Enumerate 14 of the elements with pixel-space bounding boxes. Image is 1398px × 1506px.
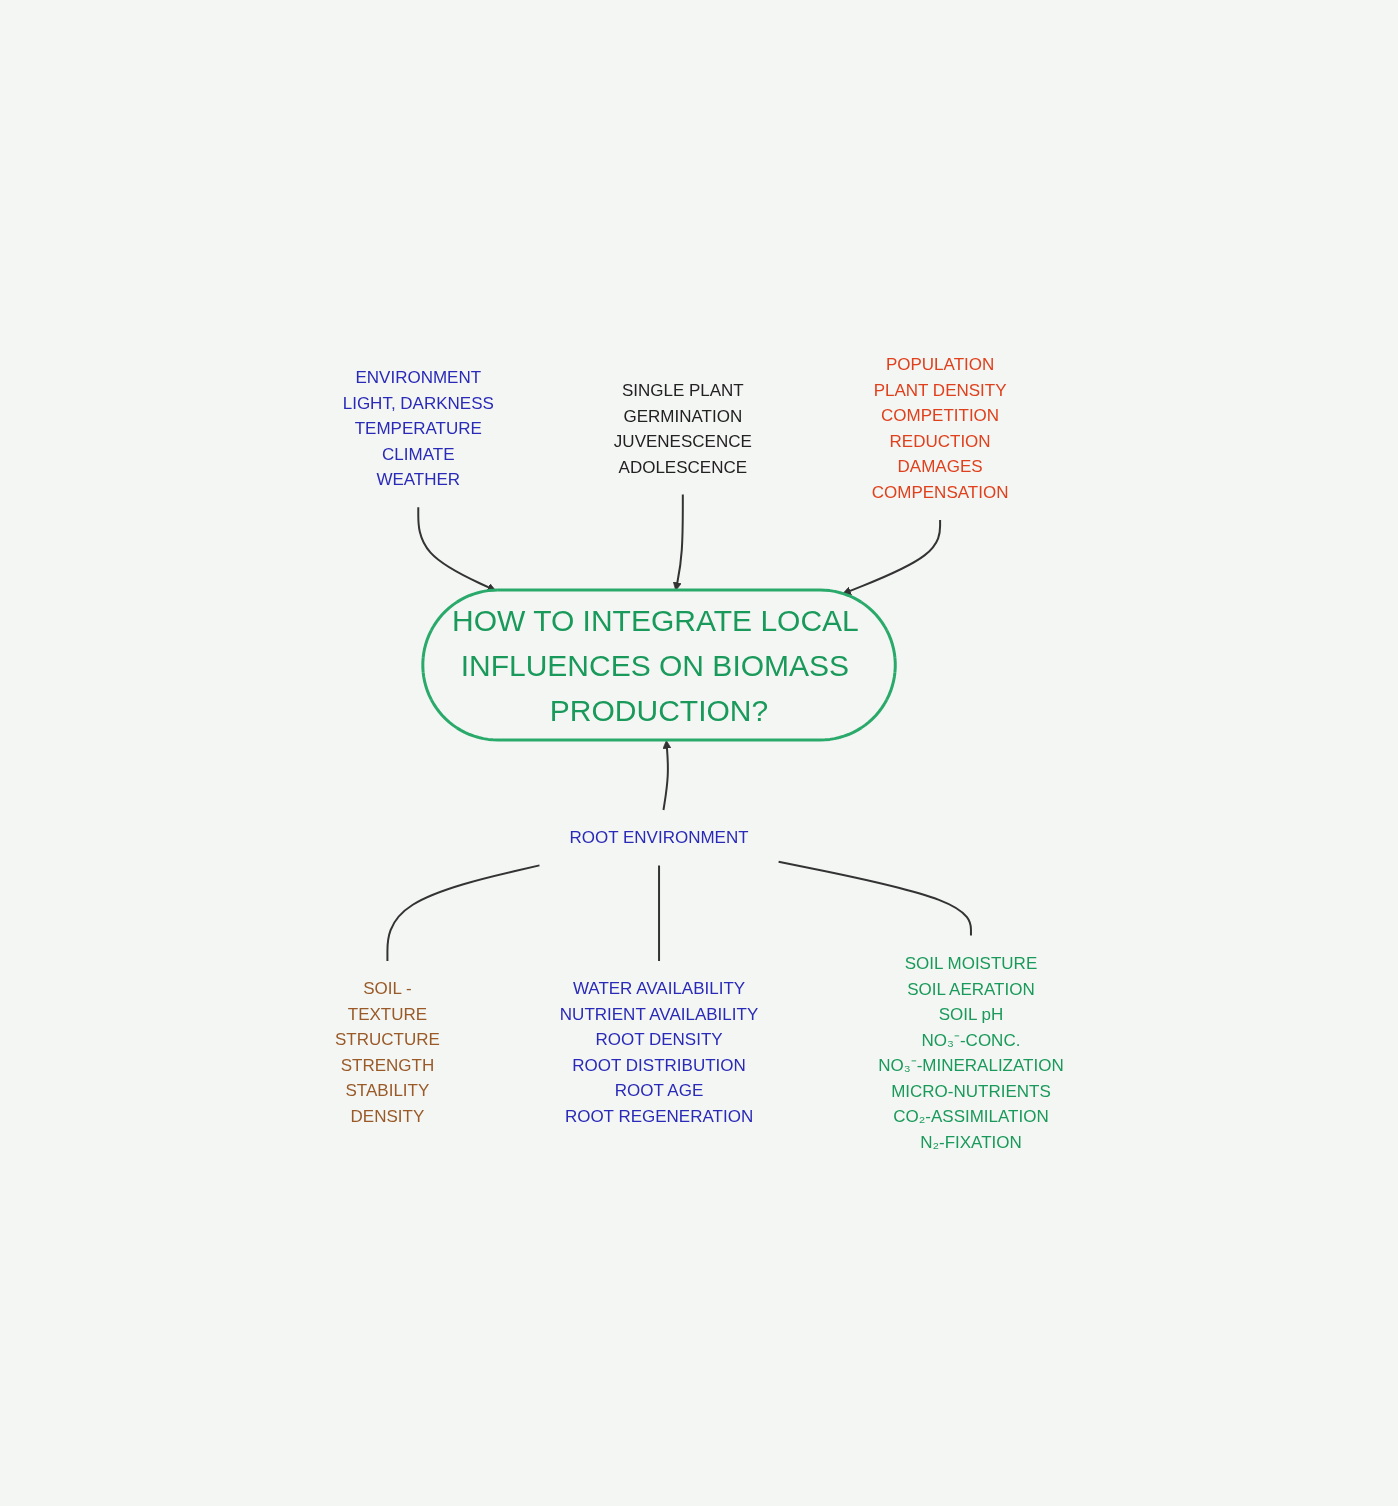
node-text: SOIL MOISTURE SOIL AERATION SOIL pH NO₃⁻-CONC. NO₃⁻-MINERALIZATION MICRO-NUTRIENTS CO₂-ASSIMILATION N₂-FIXATION <box>877 953 1064 1151</box>
node-text: HOW TO INTEGRATE LOCAL INFLUENCES ON BIOMASS PRODUCTION? <box>451 603 858 727</box>
node-text: POPULATION PLANT DENSITY COMPETITION REDUCTION DAMAGES COMPENSATION <box>871 354 1009 502</box>
node-text: WATER AVAILABILITY NUTRIENT AVAILABILITY ROOT DENSITY ROOT DISTRIBUTION ROOT AGE ROOT REGENERATION <box>559 978 758 1126</box>
connector <box>657 864 660 962</box>
arrow <box>672 493 684 591</box>
node-text: SOIL - TEXTURE STRUCTURE STRENGTH STABILITY DENSITY <box>334 978 440 1126</box>
arrow <box>416 506 496 591</box>
connector <box>777 860 972 937</box>
connector <box>386 864 541 962</box>
node-text: ROOT ENVIRONMENT <box>569 827 749 847</box>
node-text: SINGLE PLANT GERMINATION JUVENESCENCE ADOLESCENCE <box>613 380 752 476</box>
arrow <box>662 739 671 811</box>
node-text: ENVIRONMENT LIGHT, DARKNESS TEMPERATURE CLIMATE WEATHER <box>342 367 494 489</box>
